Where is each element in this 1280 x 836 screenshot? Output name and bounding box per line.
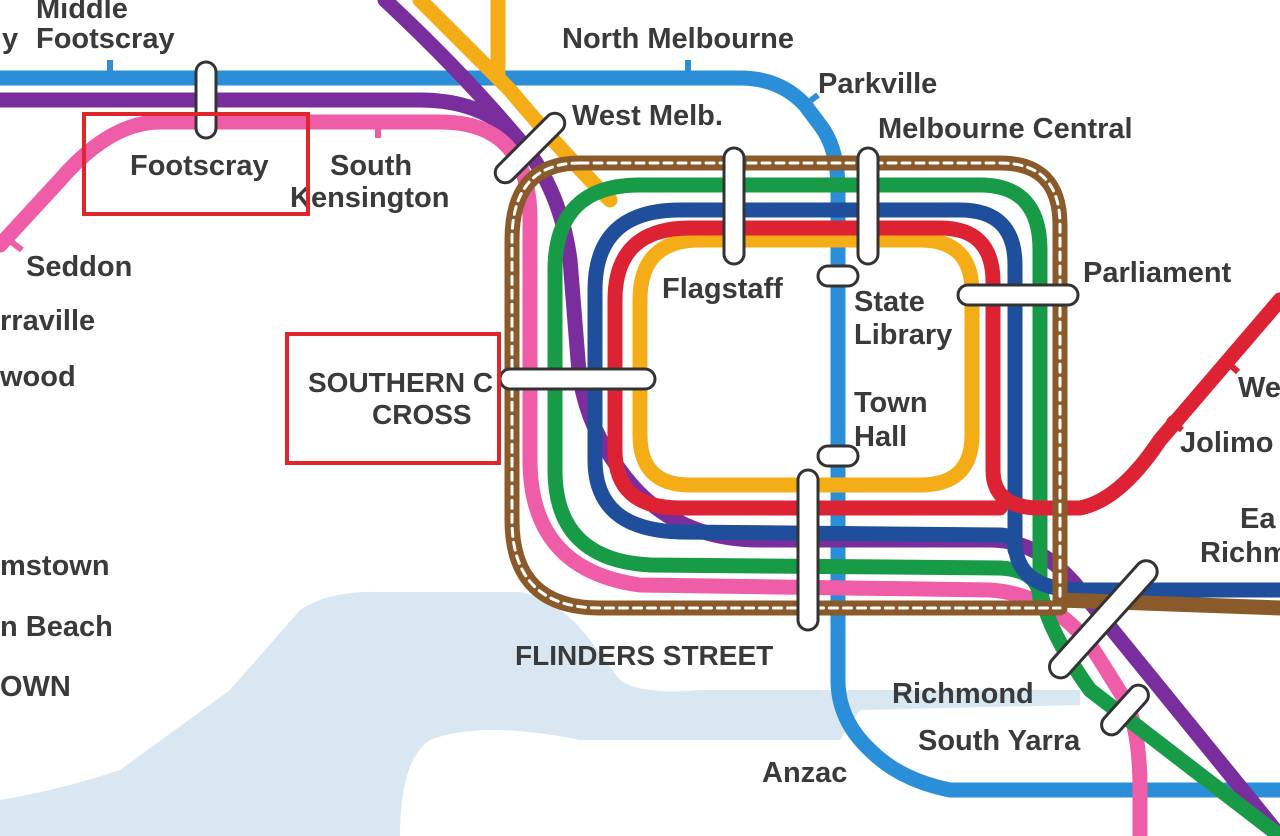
label-richmond: Richmond [892,678,1034,710]
label-east-richmond-1: Ea [1240,503,1276,535]
highlight-box-southern-cross [285,332,501,465]
interchange-west-melb [493,111,567,185]
label-town-hall-1: Town [854,387,928,419]
tick-seddon [4,235,24,253]
interchange-melbourne-central [856,146,880,266]
line-light-blue [0,70,1280,798]
label-middle-footscray-1: Middle [36,0,128,25]
tick-west-richmond [1222,357,1241,375]
line-brown-dashes [510,161,1062,610]
label-williamstown-beach: n Beach [0,611,113,643]
interchange-footscray [194,60,218,140]
label-cut-y: y [2,23,18,55]
tick-parkville [803,92,820,108]
label-jolimont: Jolimo [1180,427,1273,459]
label-east-richmond-2: Richm [1200,537,1280,569]
label-seddon: Seddon [26,251,132,283]
label-williamstown-town: OWN [0,671,71,703]
label-south-kensington-2: Kensington [290,182,450,214]
label-williamstown: mstown [0,550,110,582]
interchange-south-yarra [1100,683,1150,737]
label-south-kensington-1: South [330,150,412,182]
label-anzac: Anzac [762,757,847,789]
label-north-melbourne: North Melbourne [562,23,794,55]
label-parkville: Parkville [818,68,937,100]
interchange-parliament [956,283,1080,307]
tick-anzac [867,747,885,765]
label-town-hall-2: Hall [854,421,907,453]
label-melbourne-central: Melbourne Central [878,113,1133,145]
line-red-loop-side [607,220,1008,516]
line-dark-blue-loop-side [587,202,1023,558]
label-southern-cross-2: CROSS [372,399,472,430]
station-labels: Middle Footscray y North Melbourne Parkv… [0,0,1280,789]
label-flagstaff: Flagstaff [662,273,783,305]
interchange-flinders-street [796,468,820,632]
highlight-boxes [82,112,501,465]
label-southern-cross-1: SOUTHERN C [308,367,493,398]
station-ticks [4,60,1241,765]
tick-jolimont [1166,415,1184,433]
label-yarraville: rraville [0,305,95,337]
label-flinders-street: FLINDERS STREET [515,640,773,671]
interchange-state-library [816,264,860,288]
highlight-box-footscray [82,112,310,216]
label-west-richmond: We [1238,372,1280,404]
interchange-flagstaff [722,146,746,266]
label-middle-footscray-2: Footscray [36,23,175,55]
label-state-library-1: State [854,286,925,318]
interchange-town-hall [816,444,860,468]
label-spotswood: wood [0,361,76,393]
label-west-melb: West Melb. [572,100,723,132]
label-parliament: Parliament [1083,257,1232,289]
interchange-southern-cross [498,367,657,391]
line-purple-north [377,0,523,143]
water-area [0,591,1080,836]
interchange-markers [194,60,1159,737]
label-state-library-2: Library [854,319,952,351]
label-footscray: Footscray [130,150,269,182]
interchange-richmond [1048,559,1159,680]
label-south-yarra: South Yarra [918,725,1081,757]
line-red [682,220,1280,516]
line-pink [0,114,1148,836]
